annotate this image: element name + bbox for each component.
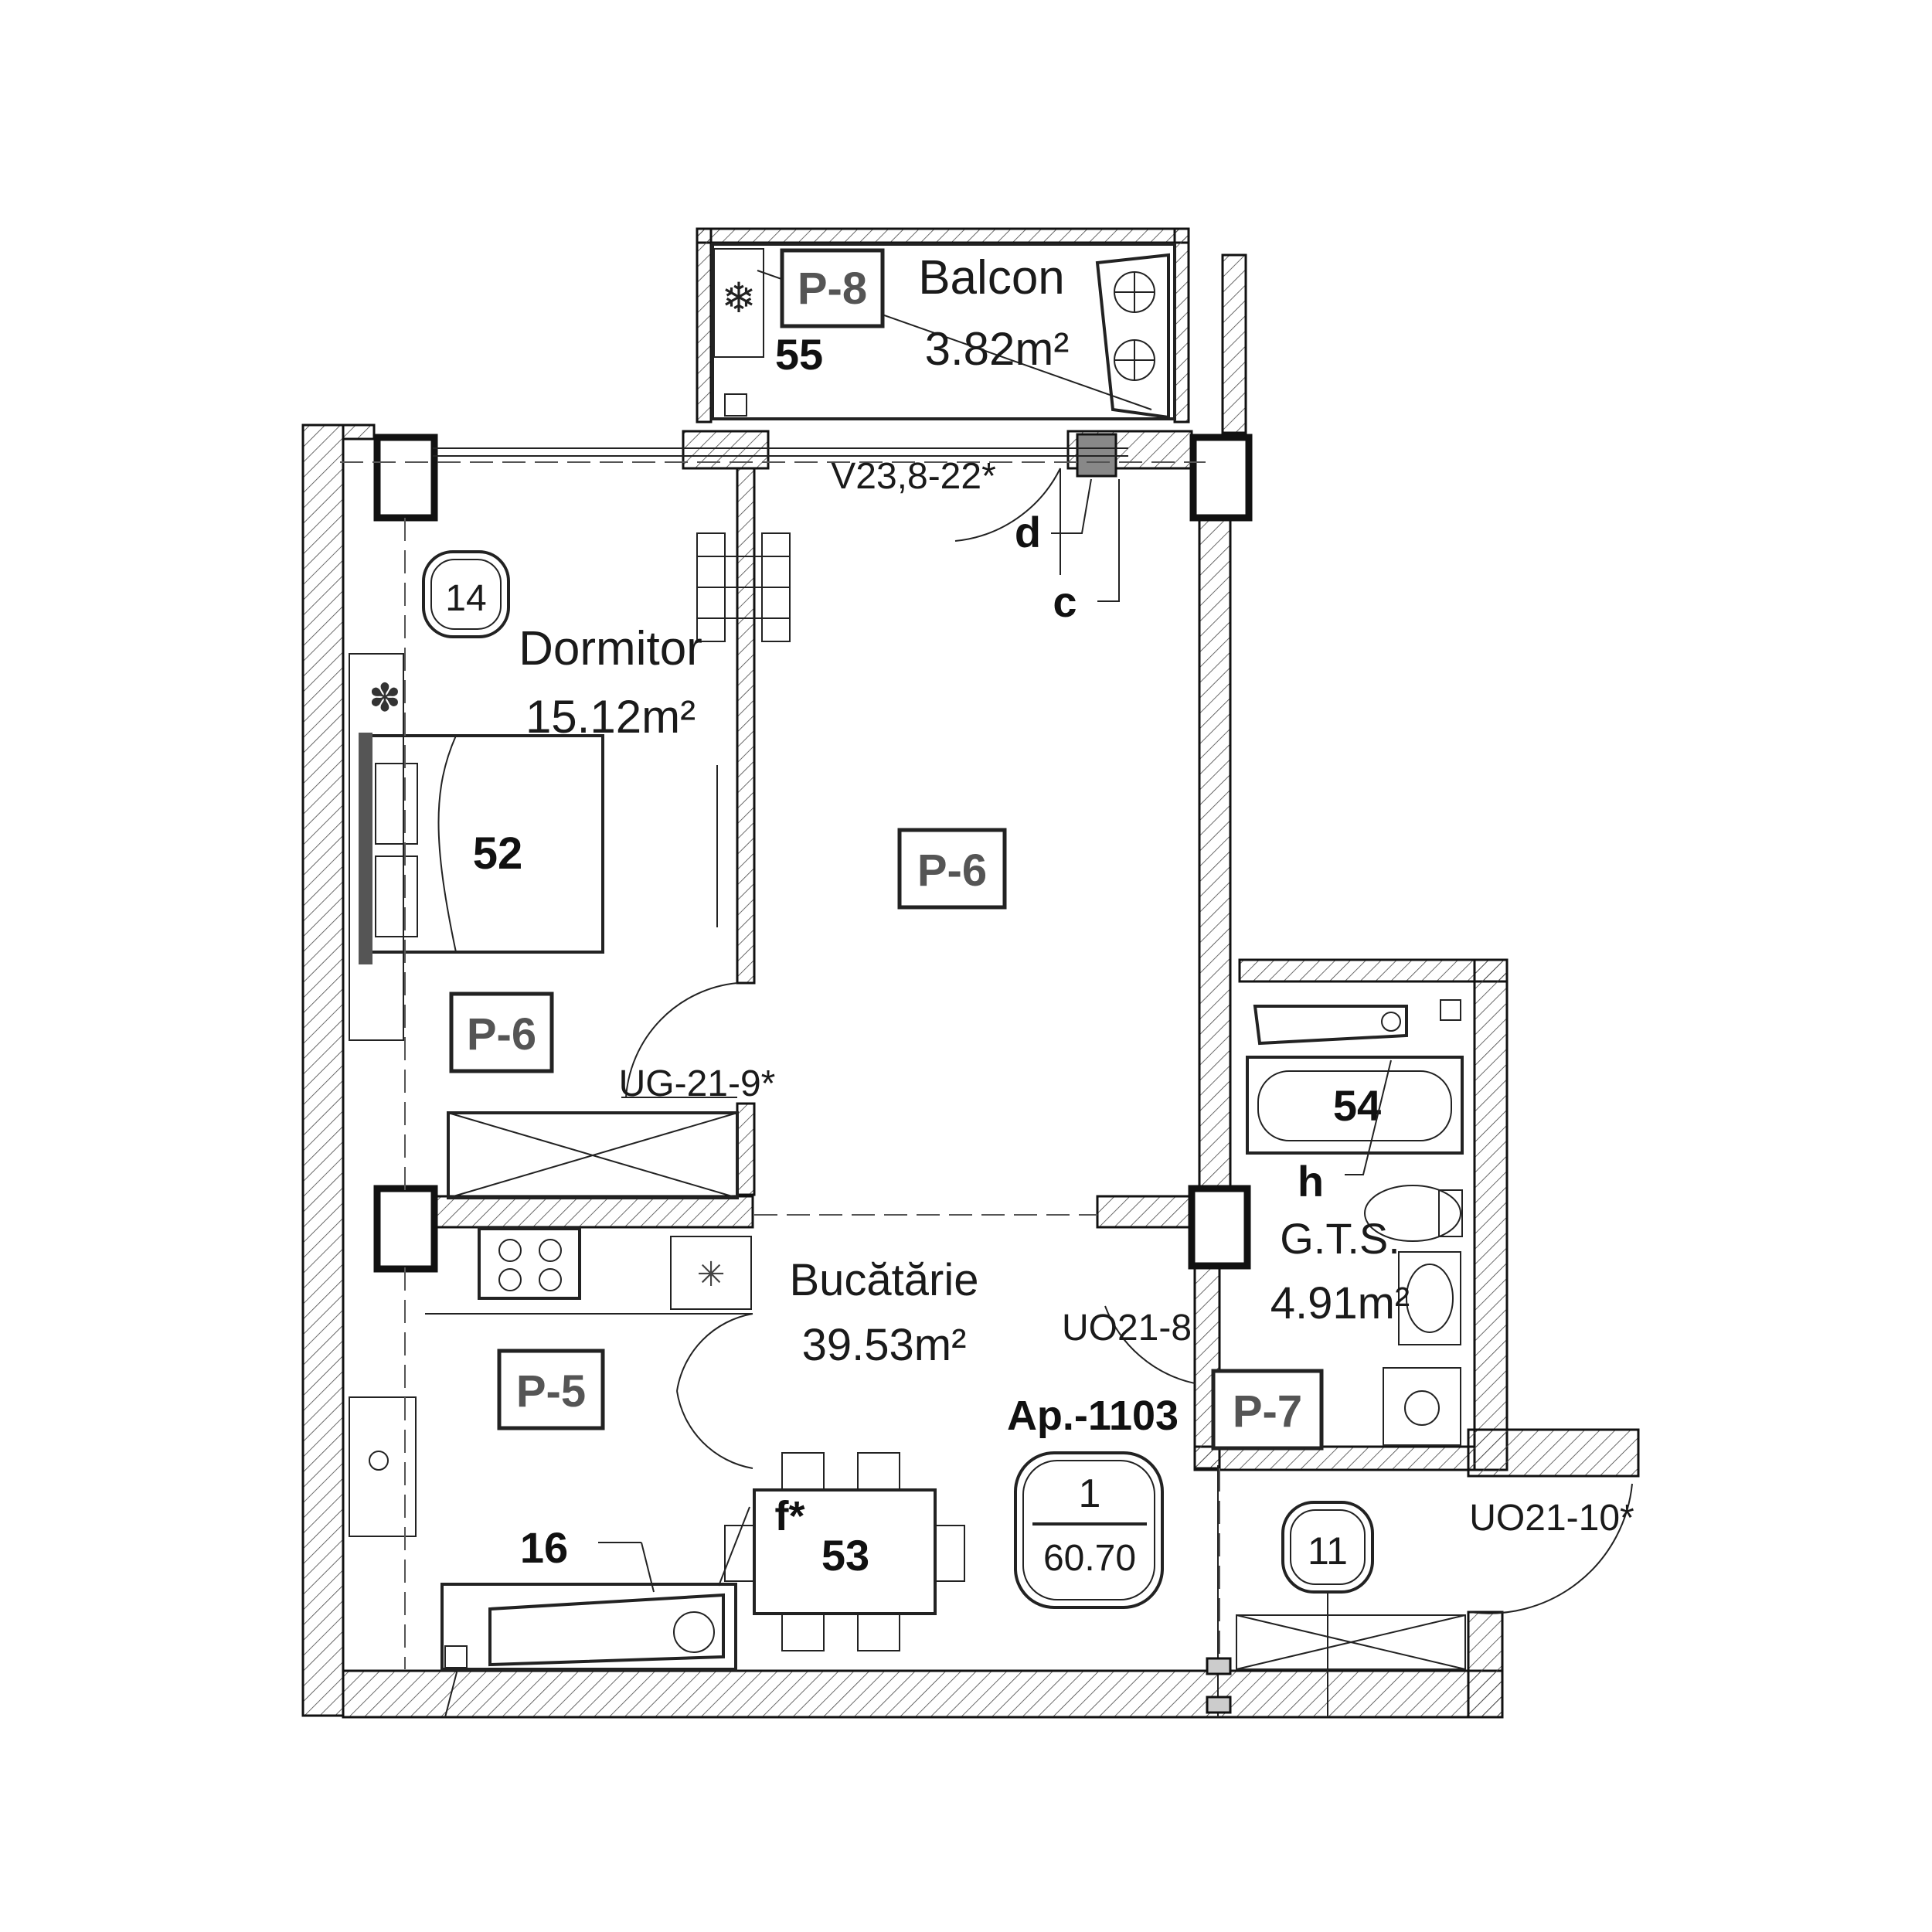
entry xyxy=(1206,1465,1633,1717)
svg-text:✳: ✳ xyxy=(697,1256,726,1294)
marker-14-text: 14 xyxy=(445,578,486,619)
leader-d xyxy=(1051,478,1092,534)
tag-p7-text: P-7 xyxy=(1233,1386,1302,1437)
leader-f xyxy=(718,1506,750,1587)
svg-text:❄: ❄ xyxy=(721,275,756,321)
bedroom-furniture: ✽ xyxy=(349,532,791,1199)
leader-h xyxy=(1345,1060,1392,1175)
kitchen-area: 39.53m² xyxy=(802,1320,967,1370)
leader-16b xyxy=(641,1542,655,1593)
marker-11: 11 xyxy=(1281,1501,1374,1594)
tag-p6-living-text: P-6 xyxy=(917,845,987,896)
tag-p6-bedroom: P-6 xyxy=(449,992,554,1073)
kitchen-furniture: ✳ xyxy=(349,1227,965,1718)
entry-door-code: UO21-10* xyxy=(1469,1498,1634,1539)
bedroom-area: 15.12m² xyxy=(526,691,696,743)
number-52: 52 xyxy=(473,828,523,879)
letter-d: d xyxy=(1015,508,1041,556)
tag-p6-bedroom-text: P-6 xyxy=(467,1009,536,1060)
tag-p7: P-7 xyxy=(1211,1369,1324,1451)
number-54: 54 xyxy=(1333,1081,1381,1130)
marker-14: 14 xyxy=(422,550,510,638)
tag-p8-text: P-8 xyxy=(798,264,867,314)
marker-11-text: 11 xyxy=(1308,1529,1348,1573)
leader-c xyxy=(1097,479,1120,602)
tag-p8: P-8 xyxy=(780,248,885,328)
apartment-area: 60.70 xyxy=(1043,1538,1136,1579)
tag-p5-text: P-5 xyxy=(516,1366,586,1417)
bedroom-door-code: UG-21-9* xyxy=(619,1063,776,1104)
bathroom-name: G.T.S. xyxy=(1280,1214,1400,1263)
svg-text:✽: ✽ xyxy=(369,676,401,719)
number-55: 55 xyxy=(775,330,823,379)
number-53: 53 xyxy=(821,1531,869,1580)
kitchen-name: Bucătărie xyxy=(789,1255,978,1305)
bathroom-fixtures xyxy=(1104,999,1464,1446)
window-code: V23,8-22* xyxy=(831,456,996,497)
columns xyxy=(373,433,1253,1273)
apartment-rooms: 1 xyxy=(1079,1471,1101,1516)
balcony-door-swing xyxy=(954,468,1061,542)
number-16: 16 xyxy=(520,1523,568,1572)
letter-h: h xyxy=(1298,1157,1324,1206)
apartment-id: Ap.-1103 xyxy=(1007,1393,1179,1439)
bedroom-name: Dormitor xyxy=(519,622,702,675)
balcony-name: Balcon xyxy=(918,251,1065,304)
balcony-area: 3.82m² xyxy=(925,323,1070,375)
dashed-guides xyxy=(340,461,1220,1669)
letter-c: c xyxy=(1053,577,1077,626)
tag-p5: P-5 xyxy=(497,1349,605,1430)
bathroom-door-code: UO21-8 xyxy=(1062,1308,1192,1349)
walls xyxy=(301,227,1640,1719)
apartment-badge: 1 60.70 xyxy=(1014,1451,1164,1609)
tag-p6-living: P-6 xyxy=(897,828,1007,910)
letter-f: f* xyxy=(775,1493,805,1539)
bathroom-area: 4.91m² xyxy=(1270,1278,1410,1328)
